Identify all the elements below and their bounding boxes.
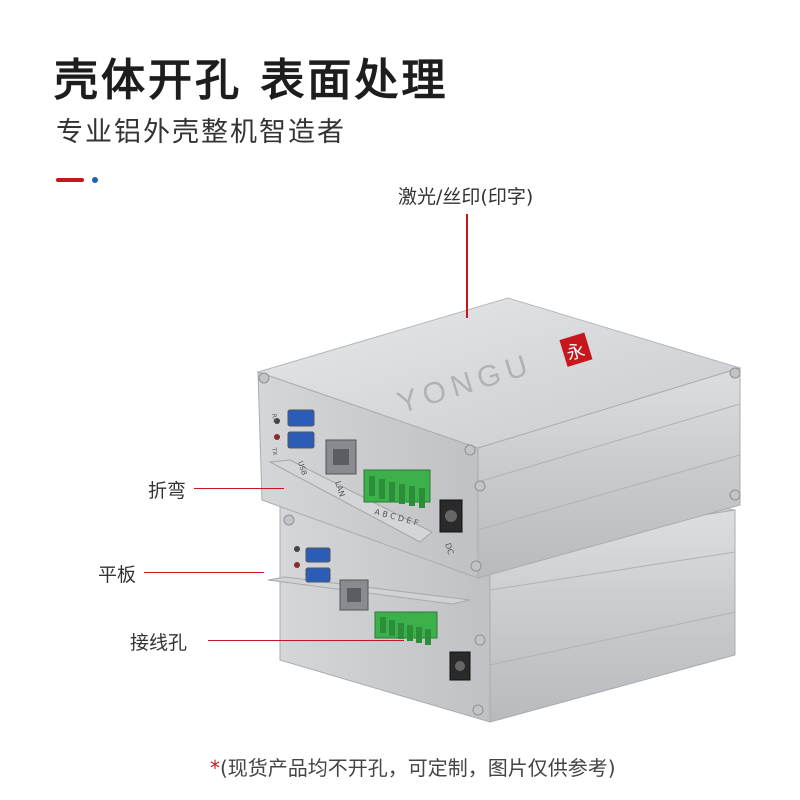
leader-line-laser [466,214,468,318]
brand-badge-text: 永 [564,340,587,365]
led-indicator-icon [294,562,300,568]
led-indicator-icon [274,418,280,424]
dc-label: DC [443,542,455,556]
usb-port-icon [287,409,315,427]
terminal-block-icon [363,469,431,508]
screw-icon [729,367,741,379]
led-indicator-icon [274,434,280,440]
screw-icon [470,560,482,572]
bent-flange [268,459,433,543]
screw-icon [472,704,484,716]
callout-laser-print: 激光/丝印(印字) [398,186,534,208]
leader-line-wiring [208,640,404,641]
screw-icon [474,480,486,492]
usb-port-icon [305,547,331,563]
callout-flat-plate: 平板 [98,564,137,586]
callout-wiring-hole: 接线孔 [130,632,188,654]
brand-badge: 永 [559,332,593,367]
leader-line-bend [194,488,284,489]
usb-port-icon [287,431,315,449]
footnote: *(现货产品均不开孔，可定制，图片仅供参考) [210,752,616,781]
screw-icon [258,372,270,384]
usb-port-icon [305,567,331,583]
tx-label: TX [270,446,278,456]
flat-plate-flange [267,576,471,605]
callout-bend: 折弯 [148,480,187,502]
leader-line-flat [144,572,264,573]
footnote-text: (现货产品均不开孔，可定制，图片仅供参考) [220,756,616,780]
upper-enclosure: YONGU 永 USB LAN DC RX TX A B C D E F [256,297,742,579]
accent-bar-red [56,178,84,182]
screw-icon [464,444,476,456]
rx-label: RX [270,413,278,422]
terminal-block-icon [374,611,438,645]
led-indicator-icon [294,546,300,552]
page-subtitle: 专业铝外壳整机智造者 [56,117,346,148]
upper-side-face [477,367,741,579]
screw-icon [474,634,486,646]
page-title: 壳体开孔 表面处理 [54,55,449,106]
screw-icon [283,514,295,526]
screw-icon [729,489,741,501]
accent-dot-blue [92,177,98,183]
footnote-star: * [210,756,220,780]
